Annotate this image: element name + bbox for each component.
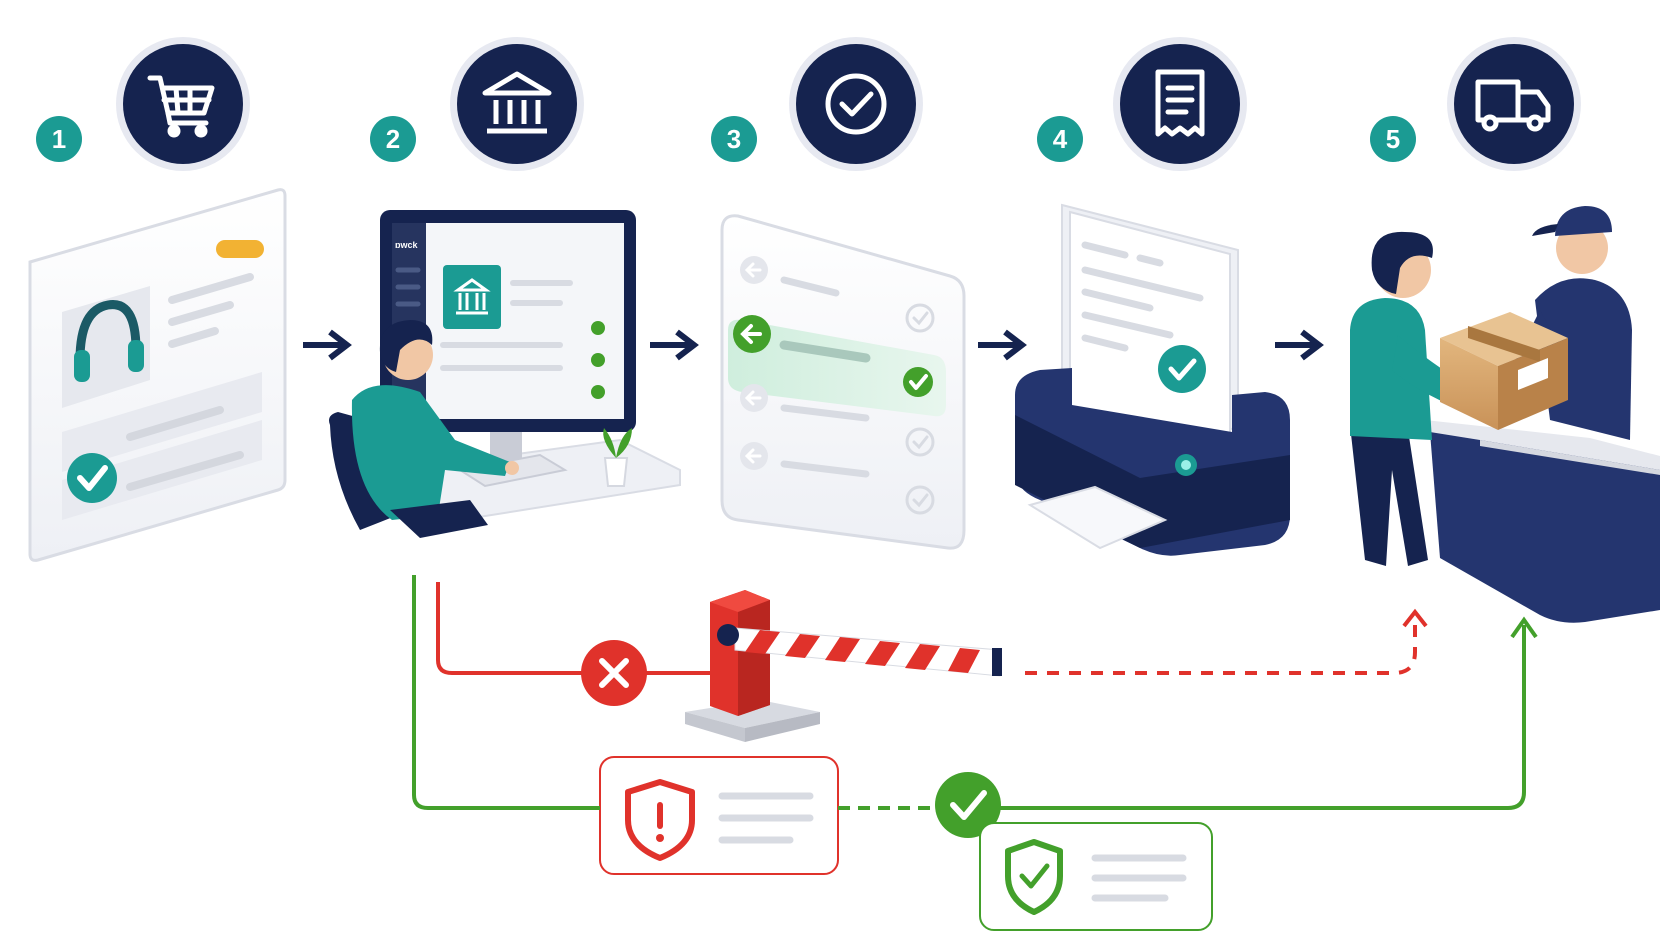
arrow-right-icon	[650, 329, 699, 361]
step-4-header: 4	[1037, 37, 1247, 171]
step-number: 5	[1386, 124, 1400, 154]
bank-clerk-person	[351, 320, 519, 538]
step-3-header: 3	[711, 37, 923, 171]
x-icon	[581, 640, 647, 706]
headphones-icon	[74, 300, 144, 382]
step-number: 4	[1053, 124, 1068, 154]
step-number-badge	[36, 116, 82, 162]
delivery-counter	[1425, 420, 1660, 623]
check-icon	[1158, 345, 1206, 393]
check-icon	[935, 772, 1001, 838]
arrow-right-icon	[978, 329, 1027, 361]
check-icon	[67, 453, 117, 503]
step-number-badge	[711, 116, 757, 162]
barrier-gate	[685, 590, 1002, 742]
step-number-badge	[1037, 116, 1083, 162]
step-number: 1	[52, 124, 66, 154]
step-5-delivery-handoff	[1350, 206, 1660, 623]
bank-card	[443, 265, 501, 329]
shield-check-icon	[1005, 839, 1063, 915]
printed-receipt	[1027, 485, 1168, 550]
flow-arrows	[303, 329, 1324, 361]
courier-cap	[1555, 206, 1612, 238]
list-item	[740, 384, 935, 457]
bank-icon	[482, 71, 552, 134]
list-item-selected	[728, 315, 946, 417]
approved-path	[412, 575, 1538, 931]
approved-verified-card	[979, 822, 1213, 931]
step-2-bank-terminal: ɒwck	[329, 210, 681, 538]
rejected-path	[436, 582, 1428, 875]
list-item	[740, 256, 935, 333]
step-number: 3	[727, 124, 741, 154]
rejected-alert-card	[599, 756, 839, 875]
parcel-box	[1440, 312, 1568, 430]
arrow-right-icon	[303, 329, 352, 361]
step-2-header: 2	[370, 37, 584, 171]
step-1-order-card	[28, 188, 287, 562]
step-5-header: 5	[1370, 37, 1581, 171]
shield-alert-icon	[625, 779, 695, 861]
arrow-right-icon	[1275, 329, 1324, 361]
status-pill	[216, 240, 264, 258]
step-number-badge	[1370, 116, 1416, 162]
shopping-cart-icon	[147, 75, 215, 138]
step-number-badge	[370, 116, 416, 162]
delivery-truck-icon	[1475, 79, 1551, 132]
receipt-icon	[1155, 69, 1205, 137]
monitor-brand: ɒwck	[395, 240, 419, 250]
check-circle-icon	[825, 73, 887, 135]
step-1-header: 1	[36, 37, 250, 171]
step-4-receipt-printer	[1015, 203, 1290, 556]
list-item	[740, 442, 935, 515]
step-3-verification-panel	[720, 214, 966, 550]
step-number: 2	[386, 124, 400, 154]
potted-plant	[603, 428, 632, 487]
